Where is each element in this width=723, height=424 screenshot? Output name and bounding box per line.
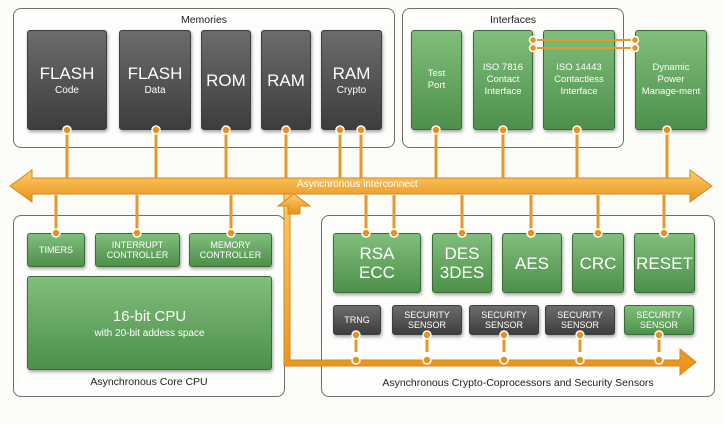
memory-controller-block: MEMORY CONTROLLER bbox=[189, 233, 272, 267]
flash-data-label: FLASH bbox=[127, 64, 183, 83]
cpu-sublabel: with 20-bit addess space bbox=[94, 328, 205, 339]
cpu-block: 16-bit CPU with 20-bit addess space bbox=[27, 276, 272, 370]
flash-code-label: FLASH bbox=[39, 64, 95, 83]
memories-title: Memories bbox=[180, 14, 228, 26]
power-management-label: Dynamic Power Manage-ment bbox=[641, 62, 701, 97]
memory-controller-label: MEMORY CONTROLLER bbox=[199, 240, 262, 260]
crypto-bus-arrow bbox=[283, 193, 697, 377]
ram-crypto-block: RAM Crypto bbox=[321, 30, 382, 130]
rom-block: ROM bbox=[201, 30, 251, 130]
up-arrow-head bbox=[276, 193, 312, 215]
iso14443-label: ISO 14443 Contactless Interface bbox=[554, 62, 604, 97]
iso7816-block: ISO 7816 Contact Interface bbox=[473, 30, 533, 130]
aes-label: AES bbox=[514, 253, 550, 273]
bus-arrow bbox=[9, 169, 713, 203]
connector-dots bbox=[51, 35, 672, 365]
ram-crypto-sublabel: Crypto bbox=[336, 85, 367, 96]
rsa-ecc-block: RSA ECC bbox=[333, 233, 421, 293]
cpu-label: 16-bit CPU bbox=[112, 308, 187, 325]
flash-code-sublabel: Code bbox=[55, 85, 79, 96]
flash-code-block: FLASH Code bbox=[27, 30, 107, 130]
rsa-ecc-label: RSA ECC bbox=[359, 244, 395, 282]
bus-label: Asynchronous interconnect bbox=[297, 179, 418, 190]
flash-data-sublabel: Data bbox=[144, 85, 166, 96]
ram-label: RAM bbox=[267, 70, 305, 90]
security-sensor-label: SECURITY SENSOR bbox=[557, 310, 603, 330]
rom-label: ROM bbox=[206, 70, 246, 90]
interfaces-title: Interfaces bbox=[489, 14, 537, 26]
timers-block: TIMERS bbox=[27, 233, 85, 267]
iso7816-label: ISO 7816 Contact Interface bbox=[482, 62, 524, 97]
des-label: DES 3DES bbox=[439, 244, 485, 282]
des-block: DES 3DES bbox=[432, 233, 492, 293]
security-sensor-label: SECURITY SENSOR bbox=[481, 310, 527, 330]
reset-block: RESET bbox=[634, 233, 695, 293]
bus-connectors bbox=[54, 39, 669, 352]
reset-label: RESET bbox=[636, 253, 693, 273]
ram-crypto-label: RAM bbox=[332, 64, 371, 83]
security-sensor-label: SECURITY SENSOR bbox=[404, 310, 450, 330]
core-cpu-title: Asynchronous Core CPU bbox=[90, 376, 208, 388]
trng-label: TRNG bbox=[344, 315, 370, 325]
trng-block: TRNG bbox=[333, 305, 381, 335]
crc-block: CRC bbox=[572, 233, 624, 293]
aes-block: AES bbox=[502, 233, 562, 293]
security-sensor-label: SECURITY SENSOR bbox=[636, 310, 682, 330]
security-sensor-block: SECURITY SENSOR bbox=[545, 305, 615, 335]
interrupt-controller-label: INTERRUPT CONTROLLER bbox=[106, 240, 169, 260]
security-sensor-block: SECURITY SENSOR bbox=[392, 305, 462, 335]
test-port-label: Test Port bbox=[427, 68, 446, 91]
ram-block: RAM bbox=[261, 30, 311, 130]
flash-data-block: FLASH Data bbox=[119, 30, 191, 130]
crc-label: CRC bbox=[579, 253, 617, 273]
security-sensor-block: SECURITY SENSOR bbox=[469, 305, 539, 335]
security-sensor-block: SECURITY SENSOR bbox=[624, 305, 694, 335]
power-management-block: Dynamic Power Manage-ment bbox=[635, 30, 707, 130]
timers-label: TIMERS bbox=[38, 245, 73, 255]
crypto-title: Asynchronous Crypto-Coprocessors and Sec… bbox=[382, 377, 654, 389]
iso14443-block: ISO 14443 Contactless Interface bbox=[543, 30, 615, 130]
